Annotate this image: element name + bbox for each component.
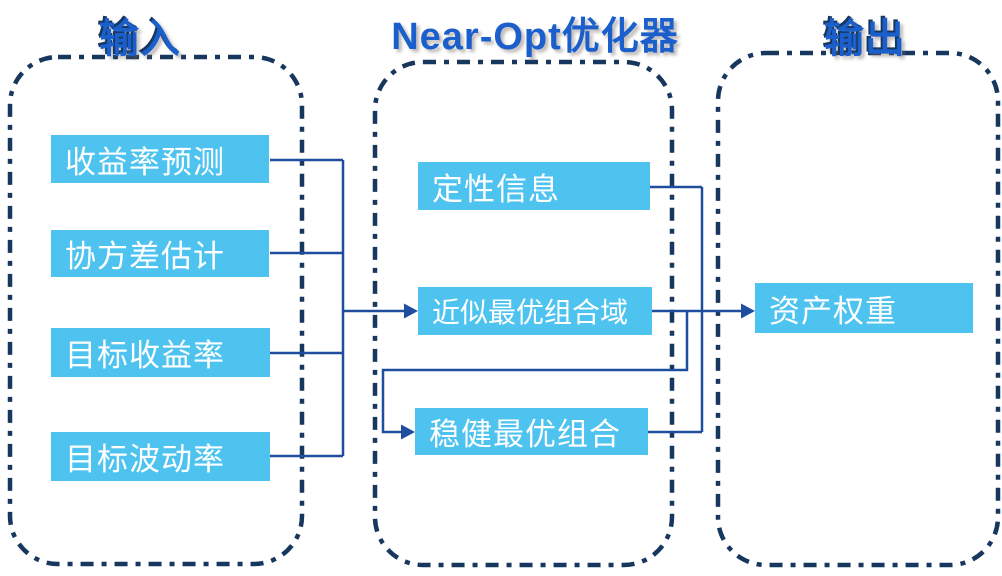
title-optimizer: Near-Opt优化器 bbox=[391, 16, 679, 58]
arrowhead-robust-portfolio bbox=[401, 424, 415, 440]
group-input-border bbox=[7, 54, 305, 567]
node-covariance-estimate: 协方差估计 bbox=[51, 230, 269, 277]
connector-right-bus bbox=[648, 185, 704, 434]
arrowhead-asset-weights bbox=[741, 303, 755, 319]
node-target-return: 目标收益率 bbox=[51, 328, 270, 377]
arrowhead-near-opt-domain bbox=[404, 303, 418, 319]
node-near-optimal-domain: 近似最优组合域 bbox=[418, 287, 652, 335]
node-asset-weights: 资产权重 bbox=[755, 283, 973, 333]
group-output-border bbox=[715, 50, 1001, 568]
node-qualitative-info: 定性信息 bbox=[418, 162, 650, 210]
node-robust-optimal-portfolio: 稳健最优组合 bbox=[415, 408, 648, 455]
title-output: 输出 bbox=[824, 17, 906, 61]
node-target-volatility: 目标波动率 bbox=[51, 432, 270, 481]
connector-input-bus bbox=[270, 158, 345, 458]
title-input: 输入 bbox=[99, 17, 181, 61]
node-return-forecast: 收益率预测 bbox=[51, 135, 269, 183]
connector-domain-to-robust bbox=[381, 311, 689, 434]
group-optimizer-border bbox=[372, 59, 675, 568]
